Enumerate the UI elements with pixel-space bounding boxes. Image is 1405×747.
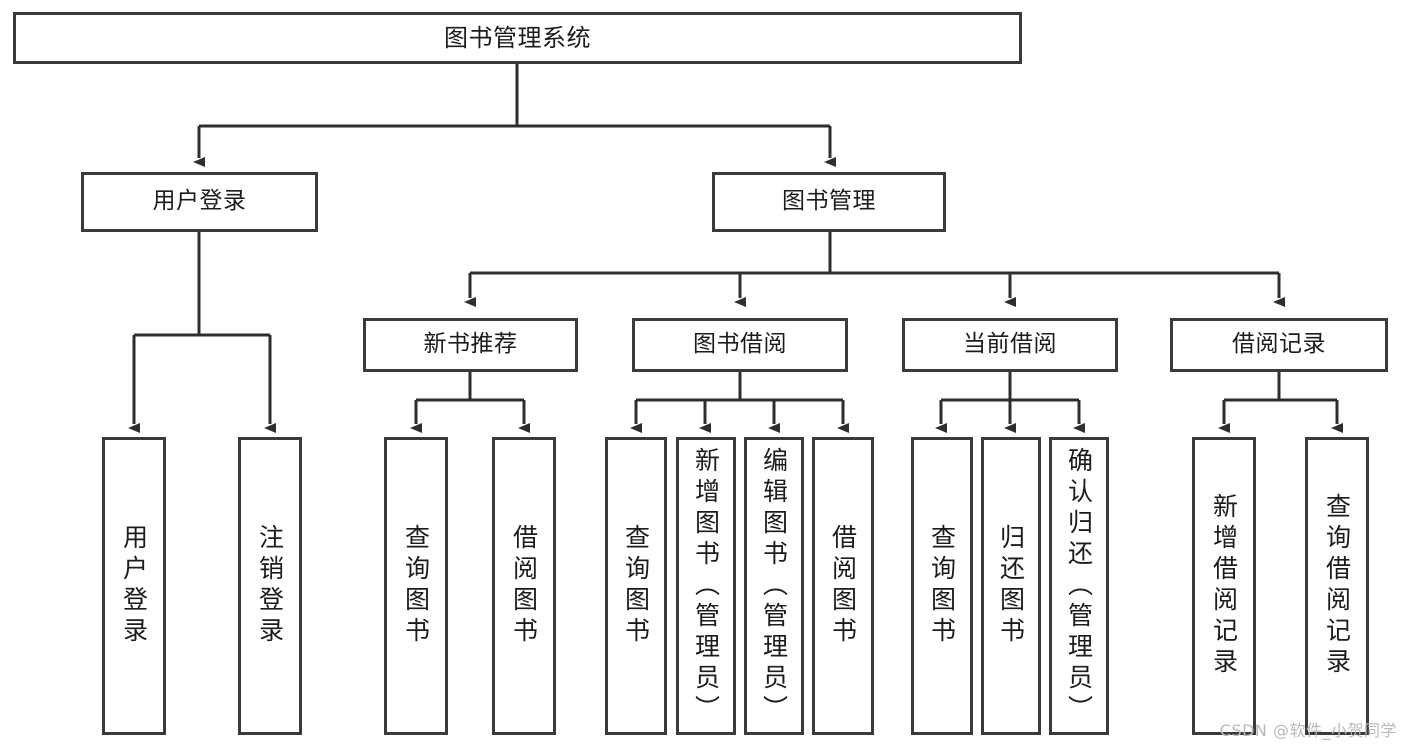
node-book-borrow-label: 图书借阅 bbox=[693, 331, 787, 358]
node-leaf-add-book-label: 新增图书（管理员） bbox=[691, 446, 721, 726]
node-leaf-return-book[interactable]: 归还图书 bbox=[981, 437, 1041, 735]
node-book-management-label: 图书管理 bbox=[782, 188, 876, 215]
node-new-book-recommend[interactable]: 新书推荐 bbox=[363, 318, 578, 372]
node-leaf-query-book-1-label: 查询图书 bbox=[401, 524, 431, 648]
node-leaf-query-book-3-label: 查询图书 bbox=[927, 524, 957, 648]
node-leaf-user-login-label: 用户登录 bbox=[119, 524, 149, 648]
node-leaf-logout[interactable]: 注销登录 bbox=[238, 437, 302, 735]
node-leaf-return-book-label: 归还图书 bbox=[996, 524, 1026, 648]
node-leaf-add-record[interactable]: 新增借阅记录 bbox=[1192, 437, 1256, 735]
node-borrow-record[interactable]: 借阅记录 bbox=[1170, 318, 1388, 372]
node-leaf-query-book-2[interactable]: 查询图书 bbox=[605, 437, 667, 735]
node-borrow-record-label: 借阅记录 bbox=[1232, 331, 1326, 358]
node-root[interactable]: 图书管理系统 bbox=[13, 12, 1022, 64]
node-user-login-label: 用户登录 bbox=[152, 188, 247, 215]
node-leaf-add-book[interactable]: 新增图书（管理员） bbox=[676, 437, 736, 735]
node-book-borrow[interactable]: 图书借阅 bbox=[632, 318, 848, 372]
node-leaf-borrow-book-2-label: 借阅图书 bbox=[828, 524, 858, 648]
node-leaf-borrow-book-1[interactable]: 借阅图书 bbox=[492, 437, 556, 735]
node-leaf-query-record[interactable]: 查询借阅记录 bbox=[1305, 437, 1369, 735]
node-current-borrow[interactable]: 当前借阅 bbox=[902, 318, 1118, 372]
node-leaf-confirm-return-label: 确认归还（管理员） bbox=[1064, 446, 1094, 726]
node-leaf-confirm-return[interactable]: 确认归还（管理员） bbox=[1049, 437, 1109, 735]
node-leaf-user-login[interactable]: 用户登录 bbox=[102, 437, 166, 735]
node-leaf-logout-label: 注销登录 bbox=[255, 524, 285, 648]
node-leaf-query-book-1[interactable]: 查询图书 bbox=[384, 437, 448, 735]
node-leaf-edit-book[interactable]: 编辑图书（管理员） bbox=[744, 437, 804, 735]
node-new-book-recommend-label: 新书推荐 bbox=[423, 331, 518, 358]
node-leaf-query-book-2-label: 查询图书 bbox=[621, 524, 651, 648]
node-leaf-query-book-3[interactable]: 查询图书 bbox=[911, 437, 973, 735]
node-leaf-borrow-book-1-label: 借阅图书 bbox=[509, 524, 539, 648]
node-book-management[interactable]: 图书管理 bbox=[712, 172, 946, 232]
node-user-login[interactable]: 用户登录 bbox=[81, 172, 318, 232]
watermark: CSDN @软件_小贺同学 bbox=[1219, 721, 1397, 740]
node-leaf-query-record-label: 查询借阅记录 bbox=[1322, 493, 1352, 679]
node-leaf-edit-book-label: 编辑图书（管理员） bbox=[759, 446, 789, 726]
node-leaf-add-record-label: 新增借阅记录 bbox=[1209, 493, 1239, 679]
node-leaf-borrow-book-2[interactable]: 借阅图书 bbox=[812, 437, 874, 735]
node-root-label: 图书管理系统 bbox=[444, 23, 591, 52]
node-current-borrow-label: 当前借阅 bbox=[963, 331, 1057, 358]
